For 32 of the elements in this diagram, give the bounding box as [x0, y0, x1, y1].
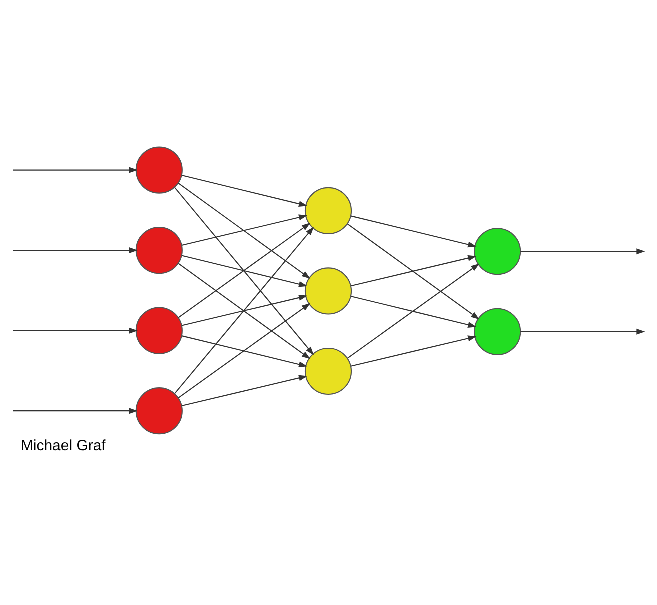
- arrow: [178, 222, 311, 318]
- arrow: [347, 263, 480, 358]
- node-circle: [136, 226, 183, 274]
- arrow: [174, 226, 314, 394]
- arrow: [350, 295, 477, 328]
- arrow: [182, 254, 308, 287]
- arrow: [13, 166, 138, 173]
- arrow: [178, 262, 311, 359]
- node-circle: [136, 146, 183, 194]
- arrow: [174, 186, 314, 355]
- arrow: [182, 374, 308, 406]
- node-circle: [474, 228, 522, 275]
- arrow: [520, 248, 646, 254]
- node-circle: [474, 308, 522, 355]
- node-circle: [136, 306, 183, 354]
- node-circle: [136, 387, 183, 434]
- arrow: [182, 294, 308, 326]
- arrow: [178, 182, 311, 279]
- arrow: [350, 215, 477, 248]
- arrow: [13, 408, 138, 414]
- arrow: [520, 328, 646, 334]
- arrow: [350, 335, 477, 366]
- caption: Michael Graf: [20, 436, 106, 454]
- arrow: [182, 214, 308, 246]
- arrow: [182, 174, 308, 207]
- arrow: [13, 247, 138, 254]
- node-circle: [304, 267, 352, 314]
- arrow: [182, 335, 308, 368]
- arrow: [350, 254, 477, 286]
- arrow: [178, 302, 311, 398]
- arrow: [13, 327, 138, 334]
- arrow: [347, 223, 480, 320]
